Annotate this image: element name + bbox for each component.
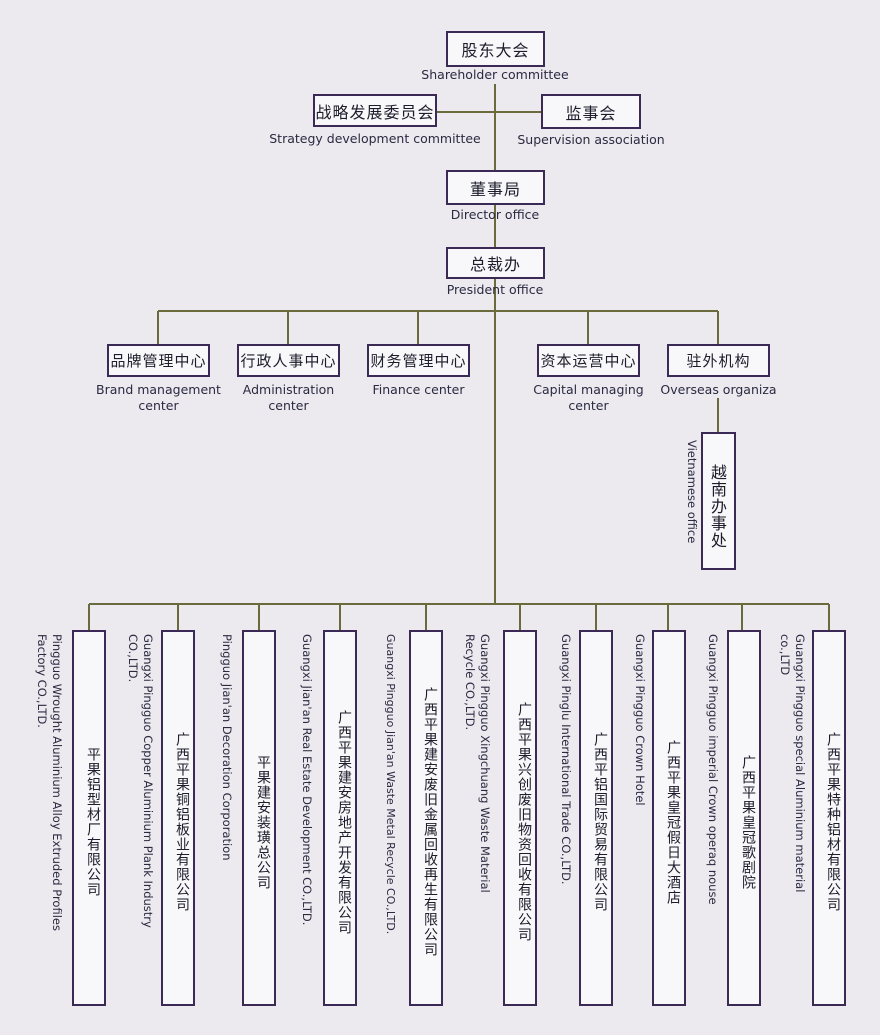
company-box-real-estate: 广西平果建安房地产开发有限公司	[323, 630, 357, 1006]
company-box-aluminium-profiles: 平果铝型材厂有限公司	[72, 630, 106, 1006]
vietnamese-office-label: Vietnamese office	[685, 440, 699, 544]
company-label-waste-material-recycle: Guangxi Pingguo Xingchuang Waste Materia…	[463, 634, 492, 893]
brand-management-center-label: Brand management center	[96, 382, 221, 413]
company-box-crown-opera: 广西平果皇冠歌剧院	[727, 630, 761, 1006]
finance-center-box: 财务管理中心	[367, 344, 470, 377]
company-label-international-trade: Guangxi Pinglu International Trade CO.,L…	[559, 634, 573, 885]
director-office-label: Director office	[450, 207, 540, 222]
company-label-copper-aluminium-plank: Guangxi Pingguo Copper Aluminium Plank I…	[126, 634, 155, 928]
company-box-waste-material-recycle: 广西平果兴创废旧物资回收有限公司	[503, 630, 537, 1006]
company-box-waste-metal-recycle: 广西平果建安废旧金属回收再生有限公司	[409, 630, 443, 1006]
company-box-copper-aluminium-plank: 广西平果铜铝板业有限公司	[161, 630, 195, 1006]
shareholder-committee-label: Shareholder committee	[421, 67, 569, 82]
company-box-international-trade: 广西平铝国际贸易有限公司	[579, 630, 613, 1006]
company-label-crown-hotel: Guangxi Pingguo Crown Hotel	[633, 634, 647, 806]
supervision-association-label: Supervision association	[517, 132, 665, 147]
company-box-special-aluminium: 广西平果特种铝材有限公司	[812, 630, 846, 1006]
director-office-box: 董事局	[446, 170, 545, 205]
company-label-waste-metal-recycle: Guangxi Pingguo Jian'an Waste Metal Recy…	[384, 634, 397, 935]
company-label-aluminium-profiles: Pingguo Wrought Aluminium Alloy Extruded…	[35, 634, 64, 931]
strategy-committee-label: Strategy development committee	[269, 131, 481, 146]
capital-managing-center-label: Capital managing center	[533, 382, 644, 413]
president-office-box: 总裁办	[446, 247, 545, 279]
administration-center-label: Administration center	[242, 382, 335, 413]
company-label-special-aluminium: Guangxi Pingguo special Aluminium materi…	[778, 634, 807, 893]
vietnamese-office-box: 越南办事处	[701, 432, 736, 570]
brand-management-center-box: 品牌管理中心	[107, 344, 210, 377]
company-label-crown-opera: Guangxi Pingguo imperial Crown operaq no…	[706, 634, 720, 905]
capital-managing-center-box: 资本运营中心	[537, 344, 640, 377]
finance-center-label: Finance center	[372, 382, 465, 397]
company-label-real-estate: Guangxi Jian'an Real Estate Development …	[300, 634, 314, 926]
president-office-label: President office	[446, 282, 544, 297]
overseas-organization-box: 驻外机构	[667, 344, 770, 377]
strategy-committee-box: 战略发展委员会	[313, 94, 437, 127]
company-label-decoration: Pingguo Jian'an Decoration Corporation	[220, 634, 234, 861]
company-box-crown-hotel: 广西平果皇冠假日大酒店	[652, 630, 686, 1006]
shareholder-committee-box: 股东大会	[446, 31, 545, 67]
company-box-decoration: 平果建安装璜总公司	[242, 630, 276, 1006]
overseas-organization-label: Overseas organiza	[660, 382, 777, 397]
supervision-association-box: 监事会	[541, 94, 641, 129]
administration-center-box: 行政人事中心	[237, 344, 340, 377]
